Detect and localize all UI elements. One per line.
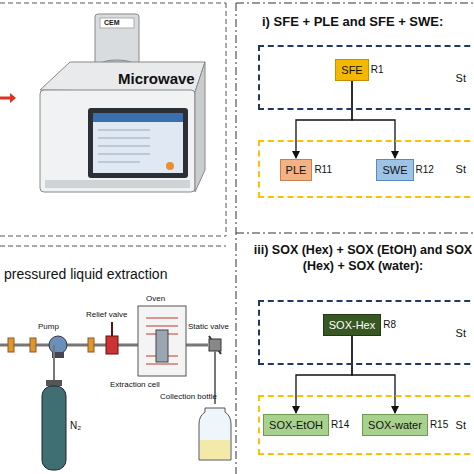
box-label: SWE xyxy=(382,164,407,176)
stage-label: St xyxy=(456,327,466,339)
red-arrow xyxy=(0,93,16,103)
process-box: SOX-waterR15 xyxy=(362,414,428,436)
microwave-illustration xyxy=(40,14,205,192)
connector-arrow xyxy=(296,81,352,158)
part-label: Static valve xyxy=(188,322,229,331)
run-number: R12 xyxy=(416,163,434,177)
connector-arrow xyxy=(296,336,352,413)
stage-box: StPLER11SWER12 xyxy=(258,140,474,198)
stage-label: St xyxy=(456,419,466,431)
brand-logo: CEM xyxy=(104,19,120,26)
process-box: SWER12 xyxy=(376,159,413,181)
run-number: R1 xyxy=(371,63,384,77)
process-box: SFER1 xyxy=(335,59,368,81)
stage-label: St xyxy=(456,163,466,175)
stage-box: StSOX-EtOHR14SOX-waterR15 xyxy=(258,395,474,455)
run-number: R8 xyxy=(383,318,396,332)
panel-frames xyxy=(0,3,474,474)
stage-label: St xyxy=(456,72,466,84)
box-label: SOX-EtOH xyxy=(269,419,323,431)
part-label: Pump xyxy=(38,322,59,331)
box-label: SOX-water xyxy=(368,419,422,431)
box-label: PLE xyxy=(286,164,307,176)
part-label: Extraction cell xyxy=(110,380,160,389)
process-box: SOX-EtOHR14 xyxy=(263,414,329,436)
part-label: Oven xyxy=(146,294,165,303)
process-box: SOX-HexR8 xyxy=(323,314,381,336)
section-heading: iii) SOX (Hex) + SOX (EtOH) and SOX (Hex… xyxy=(252,242,474,275)
ple-schematic xyxy=(0,306,231,470)
gas-label: N₂ xyxy=(70,420,81,431)
stage-box: StSFER1 xyxy=(258,45,474,110)
run-number: R14 xyxy=(331,418,349,432)
section-heading: i) SFE + PLE and SFE + SWE: xyxy=(262,14,443,29)
run-number: R15 xyxy=(430,418,448,432)
box-label: SFE xyxy=(341,64,362,76)
part-label: Collection bottle xyxy=(160,392,217,401)
device-label: Microwave xyxy=(118,70,195,87)
part-label: Relief valve xyxy=(86,310,127,319)
connector-arrow xyxy=(352,336,395,413)
connector-arrow xyxy=(352,81,395,158)
stage-box: StSOX-HexR8 xyxy=(258,300,474,365)
box-label: SOX-Hex xyxy=(329,319,375,331)
section-title: pressured liquid extraction xyxy=(4,266,167,282)
process-box: PLER11 xyxy=(280,159,313,181)
run-number: R11 xyxy=(314,163,332,177)
